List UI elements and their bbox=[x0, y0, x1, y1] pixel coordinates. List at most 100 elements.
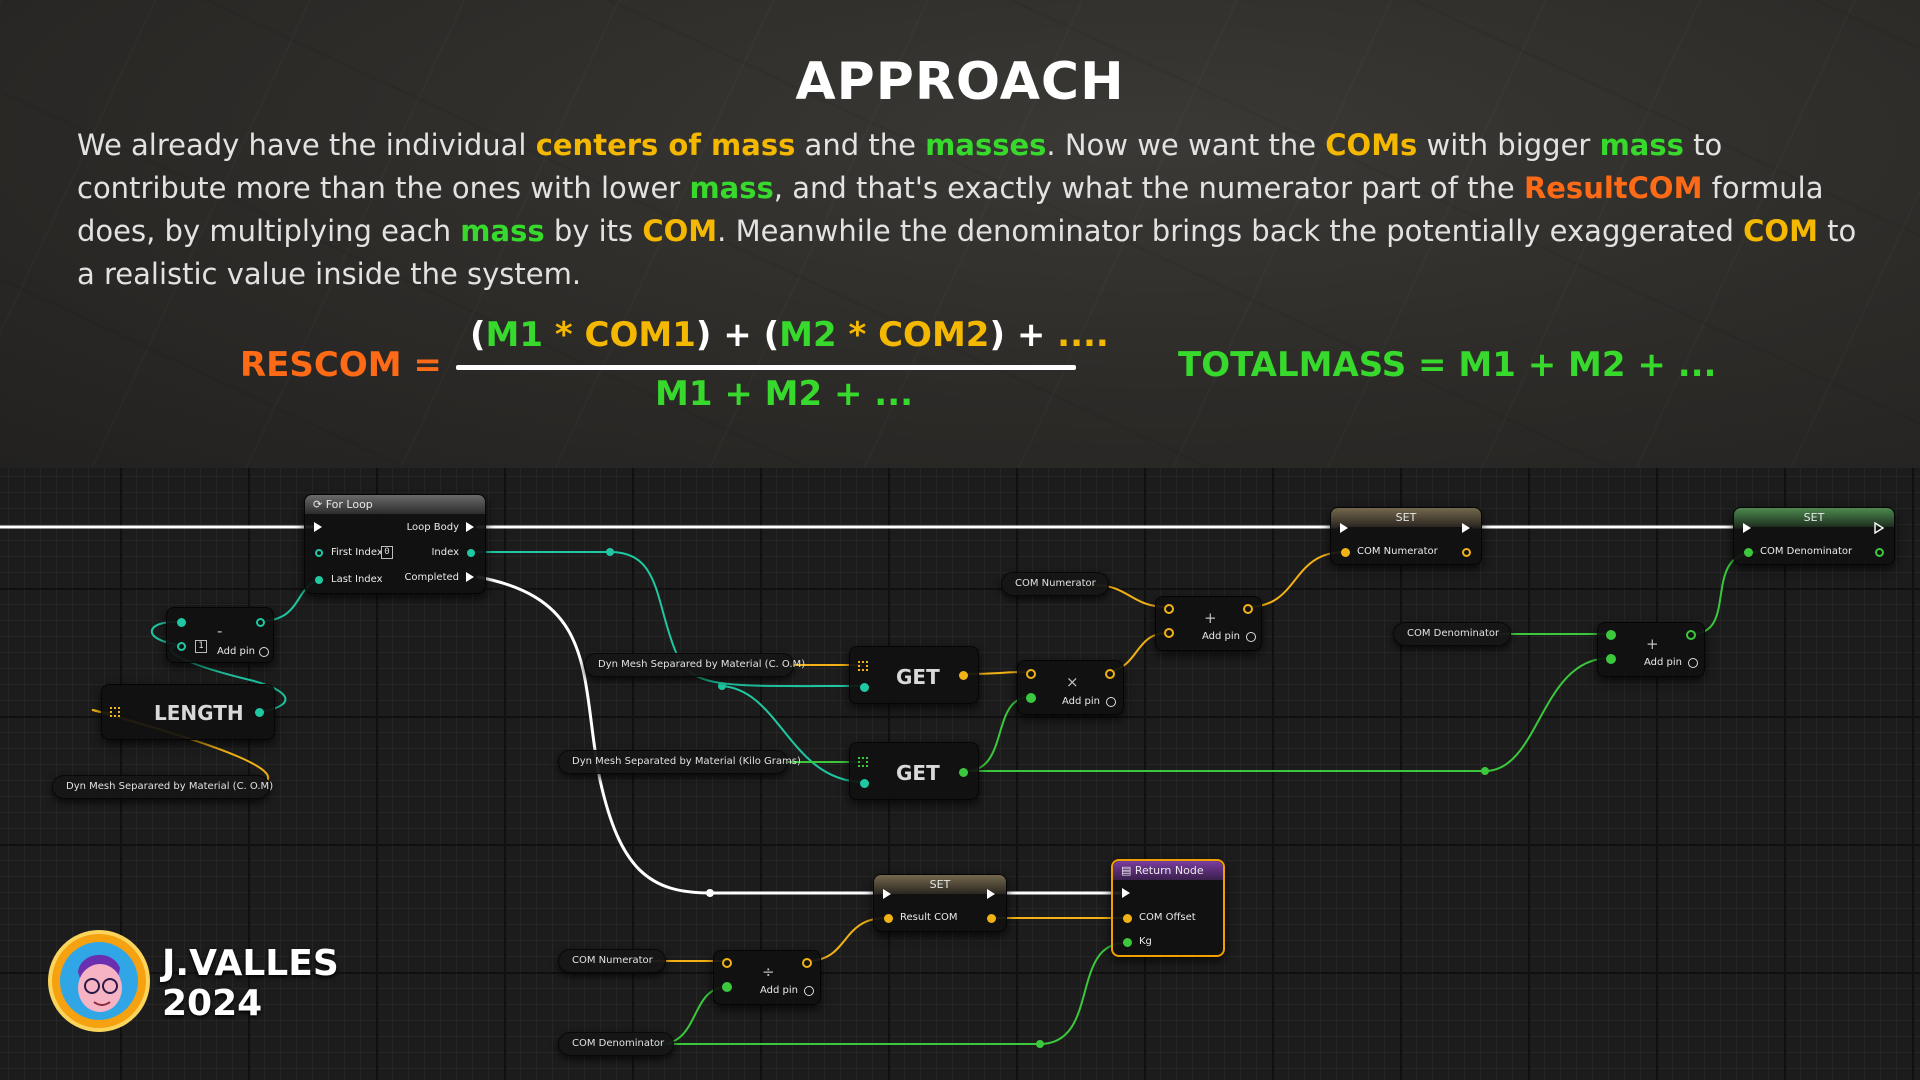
set-num-pin-label: COM Numerator bbox=[1357, 546, 1438, 557]
index-label: Index bbox=[431, 547, 459, 558]
fraction-bar bbox=[456, 365, 1076, 370]
set-numerator-node[interactable]: SET COM Numerator bbox=[1330, 507, 1482, 565]
subtract-in-pin-a[interactable] bbox=[177, 618, 186, 627]
return-node-title: Return Node bbox=[1134, 864, 1204, 877]
slide-title: APPROACH bbox=[795, 52, 1125, 112]
add-den-in-pin-a[interactable] bbox=[1606, 630, 1616, 640]
author-credit: J.VALLES 2024 bbox=[162, 944, 339, 1024]
multiply-node[interactable]: × Add pin bbox=[1017, 660, 1124, 715]
set-num-out-pin[interactable] bbox=[1462, 548, 1471, 557]
length-array-pin[interactable] bbox=[110, 707, 120, 717]
set-res-in-pin[interactable] bbox=[884, 914, 893, 923]
add-numerator-node[interactable]: + Add pin bbox=[1155, 596, 1262, 651]
last-index-pin[interactable] bbox=[315, 576, 323, 584]
divide-node[interactable]: ÷ Add pin bbox=[713, 950, 821, 1005]
set-num-in-pin[interactable] bbox=[1341, 548, 1350, 557]
set-den-out-pin[interactable] bbox=[1875, 548, 1884, 557]
first-index-pin[interactable] bbox=[315, 549, 323, 557]
add-pin-label[interactable]: Add pin bbox=[1202, 631, 1241, 642]
return-com-offset-label: COM Offset bbox=[1139, 912, 1196, 923]
add-pin-icon[interactable] bbox=[259, 647, 269, 657]
add-pin-label[interactable]: Add pin bbox=[760, 985, 799, 996]
get-node-com[interactable]: GET bbox=[849, 646, 979, 704]
author-year: 2024 bbox=[162, 983, 263, 1024]
var-com-array-left[interactable]: Dyn Mesh Separared by Material (C. O.M) bbox=[52, 775, 273, 799]
get-kg-index-pin[interactable] bbox=[860, 779, 869, 788]
var-com-numerator-2[interactable]: COM Numerator bbox=[558, 949, 666, 973]
formula-denominator: M1 + M2 + ... bbox=[655, 374, 914, 414]
add-pin-icon[interactable] bbox=[1688, 658, 1698, 668]
divide-operator: ÷ bbox=[762, 963, 775, 981]
set-res-exec-in[interactable] bbox=[882, 888, 894, 900]
first-index-value[interactable]: 0 bbox=[381, 546, 393, 559]
set-num-exec-out[interactable] bbox=[1461, 522, 1473, 534]
return-com-offset-pin[interactable] bbox=[1123, 914, 1132, 923]
get-com-index-pin[interactable] bbox=[860, 683, 869, 692]
divide-out-pin[interactable] bbox=[802, 958, 812, 968]
loop-body-pin[interactable] bbox=[465, 521, 477, 533]
add-pin-icon[interactable] bbox=[804, 986, 814, 996]
add-den-out-pin[interactable] bbox=[1686, 630, 1696, 640]
add-pin-icon[interactable] bbox=[1246, 632, 1256, 642]
divide-in-pin-a[interactable] bbox=[722, 958, 732, 968]
add-pin-label[interactable]: Add pin bbox=[1644, 657, 1683, 668]
add-pin-label[interactable]: Add pin bbox=[1062, 696, 1101, 707]
add-pin-icon[interactable] bbox=[1106, 697, 1116, 707]
var-com-denominator[interactable]: COM Denominator bbox=[1393, 622, 1511, 646]
rescom-label: RESCOM = bbox=[240, 345, 442, 385]
subtract-out-pin[interactable] bbox=[256, 618, 265, 627]
set-result-node[interactable]: SET Result COM bbox=[873, 874, 1007, 932]
set-den-exec-in[interactable] bbox=[1742, 522, 1754, 534]
index-pin[interactable] bbox=[467, 549, 475, 557]
multiply-out-pin[interactable] bbox=[1105, 669, 1115, 679]
first-index-label: First Index bbox=[331, 547, 383, 558]
var-com-denominator-2[interactable]: COM Denominator bbox=[558, 1032, 674, 1056]
get-kg-title: GET bbox=[896, 761, 940, 785]
subtract-node[interactable]: 1 - Add pin bbox=[166, 607, 274, 663]
completed-pin[interactable] bbox=[465, 571, 477, 583]
formula-numerator: (M1 * COM1) + (M2 * COM2) + .... bbox=[470, 315, 1109, 355]
length-title: LENGTH bbox=[154, 701, 244, 725]
add-den-operator: + bbox=[1646, 635, 1659, 653]
length-out-pin[interactable] bbox=[255, 708, 264, 717]
var-com-array[interactable]: Dyn Mesh Separared by Material (C. O.M) bbox=[584, 653, 805, 677]
get-com-array-pin[interactable] bbox=[858, 661, 868, 671]
return-node-header: ▤ Return Node bbox=[1113, 861, 1223, 880]
set-den-exec-out[interactable] bbox=[1874, 522, 1886, 534]
add-num-in-pin-a[interactable] bbox=[1164, 604, 1174, 614]
subtract-operator: - bbox=[217, 622, 223, 640]
get-kg-out-pin[interactable] bbox=[959, 768, 968, 777]
avatar-face-icon bbox=[78, 954, 122, 1012]
return-node[interactable]: ▤ Return Node COM Offset Kg bbox=[1111, 859, 1225, 957]
add-num-in-pin-b[interactable] bbox=[1164, 628, 1174, 638]
length-node[interactable]: LENGTH bbox=[101, 684, 275, 740]
set-denominator-node[interactable]: SET COM Denominator bbox=[1733, 507, 1895, 565]
completed-label: Completed bbox=[404, 572, 459, 583]
add-num-out-pin[interactable] bbox=[1243, 604, 1253, 614]
get-kg-array-pin[interactable] bbox=[858, 757, 868, 767]
exec-in-pin[interactable] bbox=[313, 521, 325, 533]
multiply-in-pin-a[interactable] bbox=[1026, 669, 1036, 679]
var-kg-array[interactable]: Dyn Mesh Separated by Material (Kilo Gra… bbox=[558, 750, 801, 774]
get-com-out-pin[interactable] bbox=[959, 671, 968, 680]
subtract-value[interactable]: 1 bbox=[195, 640, 207, 653]
set-res-out-pin[interactable] bbox=[987, 914, 996, 923]
explanation-paragraph: We already have the individual centers o… bbox=[77, 128, 1857, 291]
subtract-in-pin-b[interactable] bbox=[177, 642, 186, 651]
add-num-operator: + bbox=[1204, 609, 1217, 627]
set-den-in-pin[interactable] bbox=[1744, 548, 1753, 557]
var-com-numerator[interactable]: COM Numerator bbox=[1001, 572, 1109, 596]
add-pin-label[interactable]: Add pin bbox=[217, 646, 256, 657]
return-exec-in[interactable] bbox=[1121, 887, 1133, 899]
set-res-exec-out[interactable] bbox=[986, 888, 998, 900]
divide-in-pin-b[interactable] bbox=[722, 982, 732, 992]
add-denominator-node[interactable]: + Add pin bbox=[1597, 622, 1705, 677]
multiply-in-pin-b[interactable] bbox=[1026, 693, 1036, 703]
add-den-in-pin-b[interactable] bbox=[1606, 654, 1616, 664]
author-avatar-icon bbox=[48, 930, 150, 1032]
return-kg-pin[interactable] bbox=[1123, 938, 1132, 947]
totalmass-formula: TOTALMASS = M1 + M2 + ... bbox=[1178, 345, 1717, 385]
get-node-kg[interactable]: GET bbox=[849, 742, 979, 800]
for-loop-node[interactable]: ⟳ For Loop First Index 0 Last Index Loop… bbox=[304, 494, 486, 594]
set-num-exec-in[interactable] bbox=[1339, 522, 1351, 534]
